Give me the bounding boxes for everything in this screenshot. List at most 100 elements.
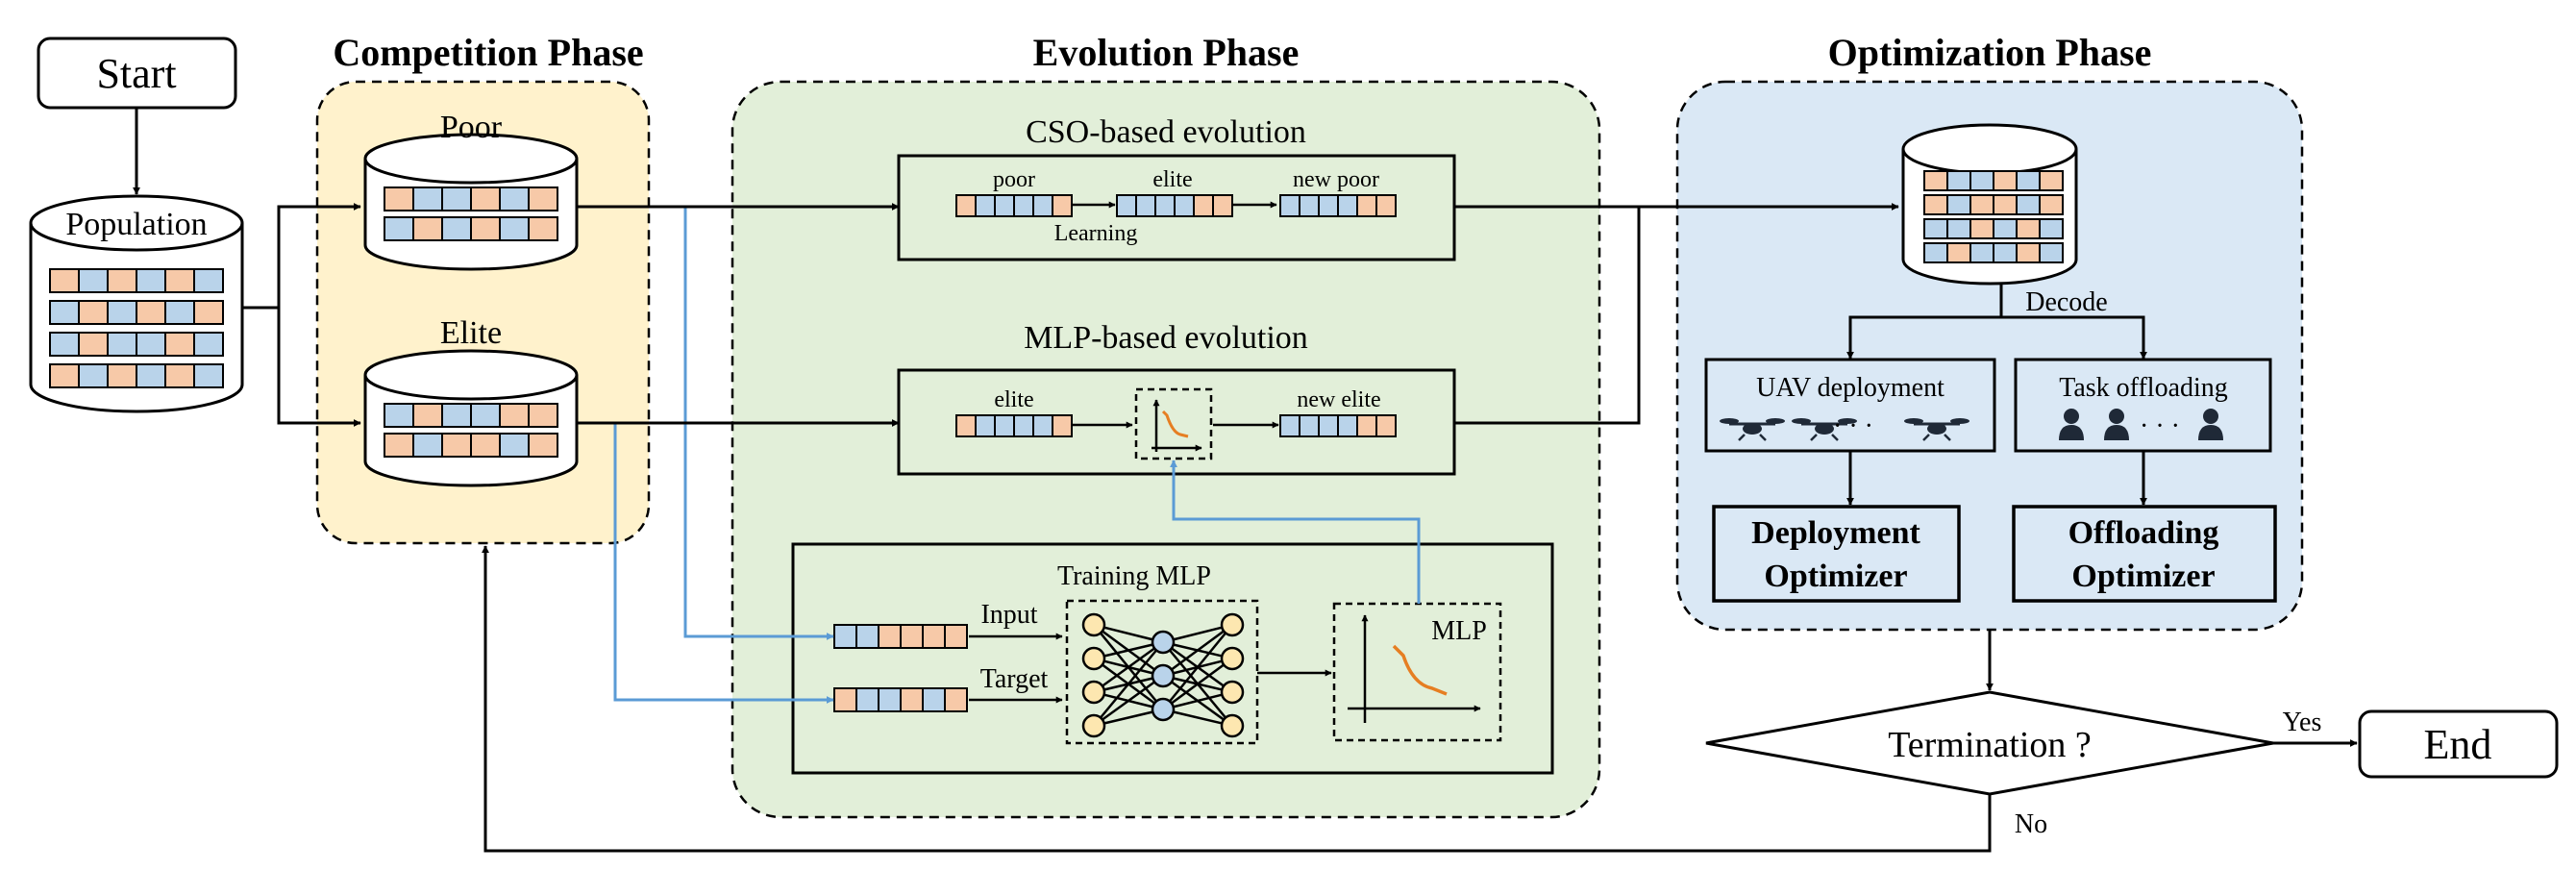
neural-network-icon: [1081, 612, 1245, 738]
competition-phase-title: Competition Phase: [333, 31, 643, 74]
neuron: [1081, 680, 1106, 705]
optimization-phase-title: Optimization Phase: [1828, 31, 2152, 74]
poor-label: Poor: [440, 110, 503, 145]
user-icon: [2059, 409, 2084, 440]
user-icon: [2198, 409, 2223, 440]
network-edge: [1093, 641, 1164, 727]
offloading-optimizer-line2: Optimizer: [2071, 559, 2215, 594]
trained-mlp-model-icon: [1332, 602, 1502, 742]
population-to-elite-arrow: [277, 308, 361, 427]
drone-icon: [1904, 418, 1969, 441]
cso-new-poor-strip: [1279, 194, 1397, 217]
termination-label: Termination ?: [1888, 725, 2092, 765]
neuron: [1220, 713, 1245, 738]
cso-new-poor-label: new poor: [1293, 167, 1379, 192]
input-strip: [833, 624, 968, 649]
population-row: [49, 332, 224, 357]
mlp-evolution-title: MLP-based evolution: [1024, 320, 1308, 356]
neuron: [1220, 646, 1245, 671]
no-label: No: [2015, 809, 2047, 839]
end-label: End: [2424, 721, 2492, 768]
trained-mlp-to-evolution-blue-arrow: [1170, 460, 1421, 604]
neuron: [1151, 663, 1176, 688]
poor-row: [384, 186, 558, 211]
network-edge: [1162, 657, 1233, 711]
uav-dots: · · ·: [1833, 411, 1873, 441]
network-edge: [1162, 623, 1233, 644]
uav-deployment-label: UAV deployment: [1756, 373, 1944, 403]
poor-cylinder: [363, 133, 579, 271]
mlp-new-elite-label: new elite: [1297, 387, 1380, 412]
elite-label: Elite: [440, 315, 502, 351]
cso-elite-label: elite: [1152, 167, 1192, 192]
start-label: Start: [96, 50, 176, 97]
offloading-optimizer-line1: Offloading: [2068, 515, 2219, 551]
deployment-optimizer-line1: Deployment: [1751, 515, 1920, 551]
network-edge: [1162, 624, 1233, 710]
network-edge: [1162, 623, 1233, 678]
network-edge: [1162, 690, 1233, 711]
poor-row: [384, 216, 558, 241]
drone-icon: [1720, 418, 1785, 441]
elite-cylinder: [363, 349, 579, 487]
drone-icon: [1792, 418, 1857, 441]
optimization-database-cylinder: [1901, 123, 2078, 286]
target-label: Target: [980, 664, 1049, 694]
neuron: [1081, 646, 1106, 671]
mlp-evolution-to-database-connector: [1454, 207, 1641, 425]
yes-label: Yes: [2283, 708, 2322, 737]
network-edge: [1093, 640, 1164, 694]
decode-to-task-arrow: [2001, 315, 2147, 360]
task-offloading-label: Task offloading: [2059, 373, 2228, 403]
elite-row: [384, 403, 558, 428]
neuron: [1081, 612, 1106, 637]
network-edge: [1162, 708, 1233, 728]
neuron: [1220, 680, 1245, 705]
population-label: Population: [65, 207, 207, 242]
user-icon: [2104, 409, 2129, 440]
decode-to-uav-arrow: [1846, 285, 2003, 360]
neuron: [1220, 612, 1245, 637]
mlp-label: MLP: [1431, 616, 1487, 646]
user-dots: · · ·: [2140, 411, 2180, 441]
cso-poor-label: poor: [993, 167, 1035, 192]
population-row: [49, 268, 224, 293]
population-row: [49, 363, 224, 388]
deployment-optimizer-box: [1712, 505, 1961, 603]
cso-evolution-title: CSO-based evolution: [1026, 114, 1306, 150]
end-node: [2358, 709, 2559, 779]
deployment-optimizer-line2: Optimizer: [1764, 559, 1907, 594]
database-row: [1923, 194, 2064, 215]
mlp-elite-strip: [955, 414, 1073, 437]
population-to-poor-arrow: [242, 203, 361, 310]
population-row: [49, 300, 224, 325]
target-strip: [833, 687, 968, 712]
task-offloading-box: [2014, 358, 2272, 453]
neuron: [1151, 630, 1176, 655]
database-row: [1923, 242, 2064, 263]
decode-label: Decode: [2025, 287, 2108, 317]
population-cylinder: [29, 194, 244, 413]
network-edge: [1093, 674, 1164, 728]
cso-poor-strip: [955, 194, 1073, 217]
training-mlp-title: Training MLP: [1057, 561, 1211, 591]
network-edge: [1093, 708, 1164, 728]
input-label: Input: [980, 600, 1037, 630]
database-row: [1923, 170, 2064, 191]
offloading-optimizer-box: [2012, 505, 2277, 603]
neuron: [1151, 697, 1176, 722]
cso-elite-strip: [1116, 194, 1233, 217]
termination-no-loop-arrow: [482, 545, 1992, 853]
network-edge: [1093, 640, 1164, 660]
network-edge: [1093, 623, 1164, 644]
poor-to-input-blue-arrow: [683, 207, 834, 640]
mlp-elite-label: elite: [994, 387, 1033, 412]
mini-mlp-model-icon: [1134, 387, 1213, 460]
cso-learning-label: Learning: [1054, 221, 1138, 246]
neuron: [1081, 713, 1106, 738]
mlp-new-elite-strip: [1279, 414, 1397, 437]
evolution-phase-title: Evolution Phase: [1033, 31, 1300, 74]
elite-row: [384, 433, 558, 458]
database-row: [1923, 218, 2064, 239]
